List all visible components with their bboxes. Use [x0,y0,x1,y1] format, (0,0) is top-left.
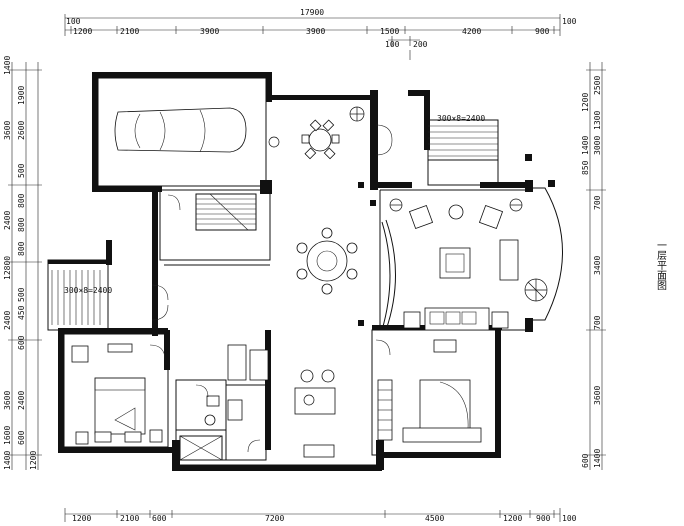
dim-right-outer-4: 3000 [593,136,602,155]
dim-left-inner-5: 800 [17,217,26,232]
dim-right-outer-5: 700 [593,195,602,210]
dim-bottom-seg-1: 1200 [72,514,91,523]
plant-icon [268,136,280,148]
right-dimension-lines [586,62,606,470]
right-bedroom [377,339,482,443]
dim-top-sub-2: 200 [413,40,428,49]
plant-icon [303,394,315,406]
dim-top-seg-5: 1500 [380,27,399,36]
plant-icon [524,278,548,302]
dim-left-inner-1: 1900 [17,86,26,105]
stair-left [51,270,101,325]
dim-left-outer-8: 1400 [3,451,12,470]
door-swings [149,124,393,453]
dim-left-inner-2: 2600 [17,121,26,140]
dim-left-inner-10: 2400 [17,391,26,410]
plant-icon [349,106,365,122]
dim-top-seg-1: 1200 [73,27,92,36]
dim-right-outer-9: 1400 [593,449,602,468]
plant-icon [389,198,403,212]
right-dimension-texts: 2500 1300 850 3000 700 3400 700 3600 140… [581,76,602,468]
dim-bottom-seg-2: 2100 [120,514,139,523]
dim-left-inner-11: 600 [17,430,26,445]
dim-bottom-seg-5: 4500 [425,514,444,523]
dim-left-outer-7: 1600 [3,426,12,445]
left-bedroom [71,343,163,445]
dim-bottom-seg-6: 1200 [503,514,522,523]
dim-left-outer-5: 2400 [3,311,12,330]
drawing-title: 一层平面图 [655,240,667,291]
dim-right-outer-7: 700 [593,315,602,330]
stair-center [195,193,257,231]
dim-left-inner-8: 450 [17,305,26,320]
dim-right-outer-1: 2500 [593,76,602,95]
dim-top-sub-1: 100 [385,40,400,49]
dim-left-inner-12: 1200 [29,451,38,470]
dim-left-outer-6: 3600 [3,391,12,410]
dim-left-inner-9: 600 [17,335,26,350]
dim-bottom-seg-7: 900 [536,514,551,523]
dim-right-outer-3: 850 [581,160,590,175]
plant-icons [268,106,548,406]
living-room-furniture [403,204,519,331]
stair-right [427,119,499,186]
dim-top-total: 17900 [300,8,324,17]
bottom-dimension-lines [64,508,561,522]
dim-left-inner-4: 800 [17,193,26,208]
stair-right-label: 300×8=2400 [437,114,485,123]
dim-left-outer-3: 2400 [3,211,12,230]
dim-left-inner-3: 500 [17,163,26,178]
dim-right-inner-3: 600 [581,453,590,468]
dim-right-outer-8: 3600 [593,386,602,405]
dim-right-inner-2: 1400 [581,136,590,155]
dim-top-right-end: 100 [562,17,577,26]
dim-bottom-end: 100 [562,514,577,523]
dim-top-seg-4: 3900 [306,27,325,36]
left-dimension-texts: 1400 3600 2400 12800 2400 3600 1600 1400… [3,56,38,470]
dim-top-seg-3: 3900 [200,27,219,36]
dim-left-outer-4: 12800 [3,256,12,280]
columns [358,154,555,326]
dining-table-round [296,227,358,295]
dim-top-left-end: 100 [66,17,81,26]
dim-right-inner-1: 1200 [581,93,590,112]
left-dimension-lines [8,62,42,470]
car-icon [114,107,247,153]
dim-bottom-seg-4: 7200 [265,514,284,523]
dim-top-seg-7: 900 [535,27,550,36]
dim-top-seg-6: 4200 [462,27,481,36]
plant-icon [509,198,523,212]
kitchen-island [249,349,336,458]
dim-top-seg-2: 2100 [120,27,139,36]
top-dimension-lines [64,14,561,60]
dim-left-inner-6: 800 [17,241,26,256]
dim-right-outer-2: 1300 [593,111,602,130]
bathroom-fixtures [179,344,247,461]
stair-left-label: 300×8=2400 [64,286,112,295]
dim-bottom-seg-3: 600 [152,514,167,523]
dim-left-inner-7: 500 [17,287,26,302]
dim-right-outer-6: 3400 [593,256,602,275]
dim-left-outer-2: 3600 [3,121,12,140]
dim-left-outer-1: 1400 [3,56,12,75]
dining-table-small [301,119,340,160]
